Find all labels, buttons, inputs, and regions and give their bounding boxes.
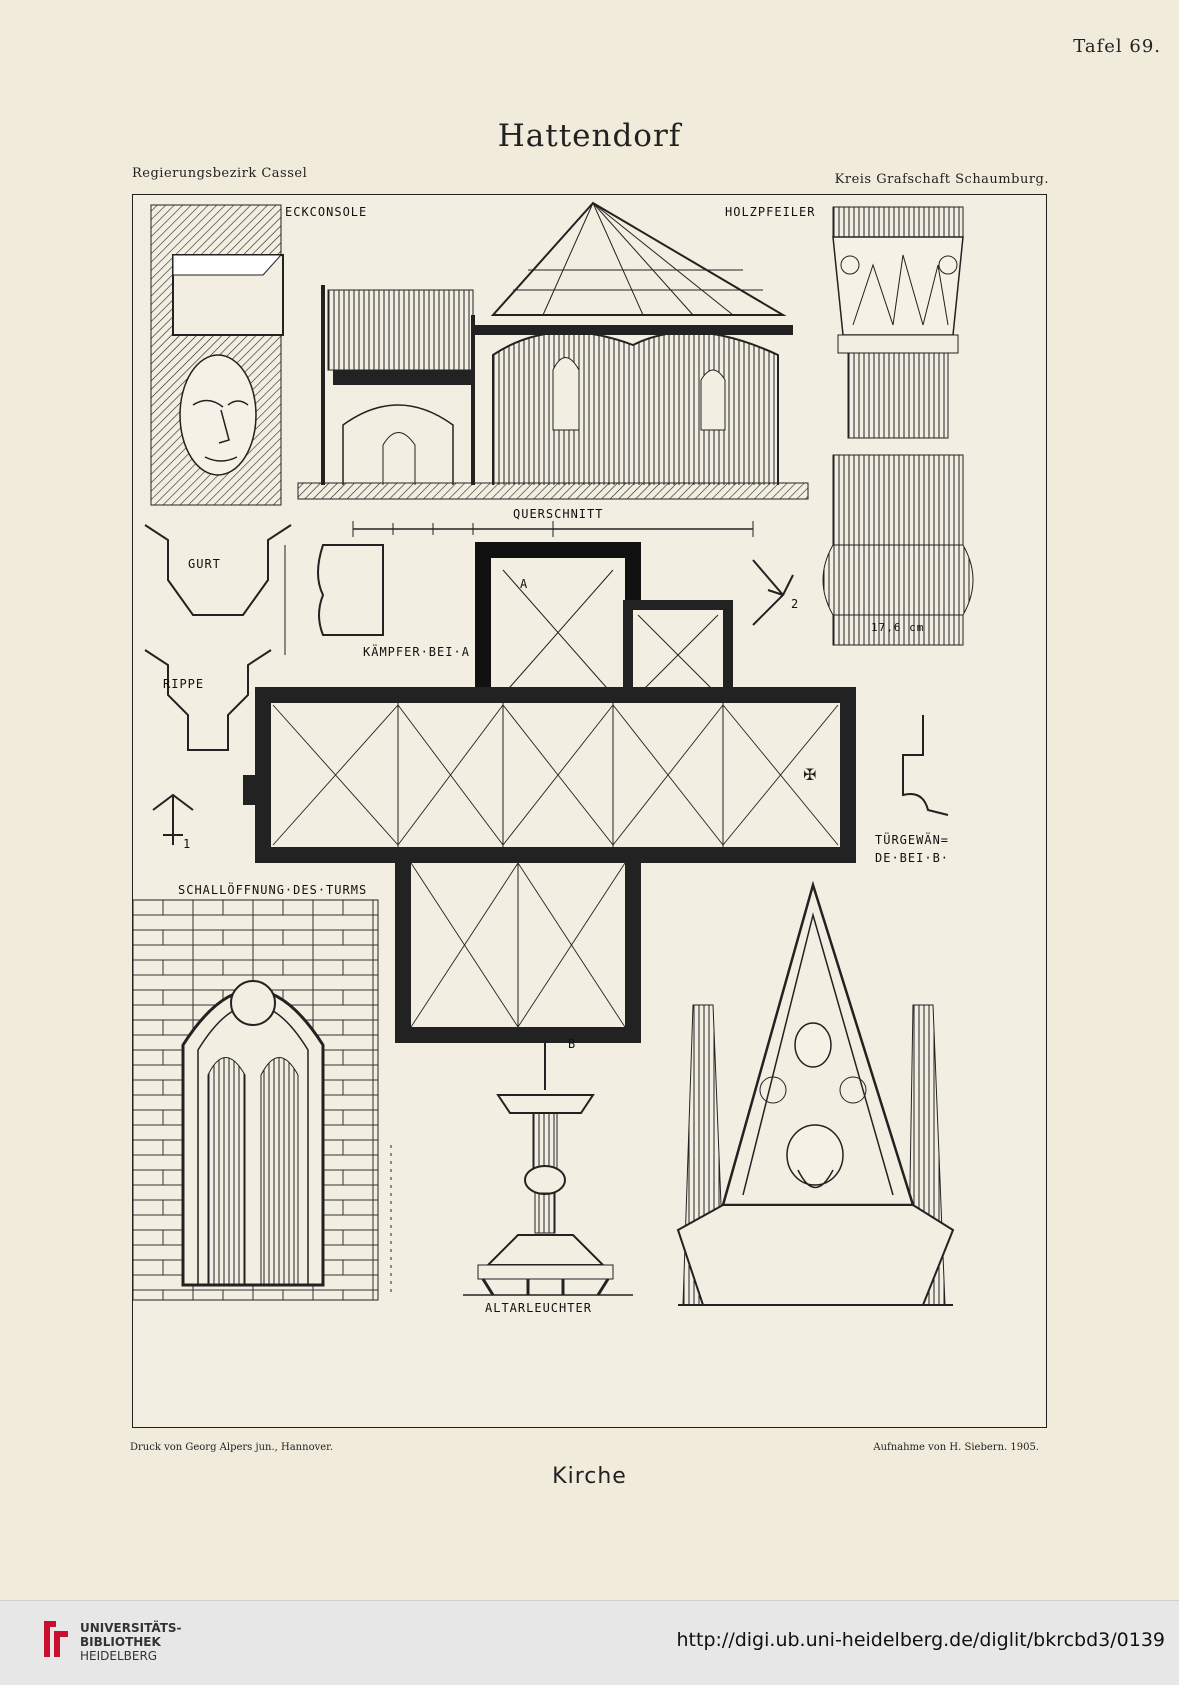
- altar-candlestick-drawing: [463, 1030, 633, 1296]
- sound-opening-drawing: [133, 899, 392, 1301]
- label-querschnitt: QUERSCHNITT: [513, 507, 604, 521]
- label-tuergewaende-1: TÜRGEWÄN=: [875, 833, 950, 847]
- plate-number: Tafel 69.: [1073, 36, 1161, 57]
- permalink-url[interactable]: http://digi.ub.uni-heidelberg.de/diglit/…: [676, 1629, 1165, 1651]
- library-line-3: HEIDELBERG: [80, 1649, 158, 1663]
- cross-section-drawing: [297, 201, 809, 500]
- label-mason-1: 1: [183, 837, 192, 851]
- profile-drawings: [144, 524, 949, 845]
- library-line-1: UNIVERSITÄTS-: [80, 1621, 182, 1635]
- label-holzpfeiler: HOLZPFEILER: [725, 205, 816, 219]
- library-name: UNIVERSITÄTS- BIBLIOTHEK HEIDELBERG: [80, 1621, 182, 1663]
- label-mark-a: A: [520, 577, 529, 591]
- label-kaempfer: KÄMPFER·BEI·A: [363, 645, 470, 659]
- ground-plan-drawing: ✠: [243, 542, 856, 1043]
- label-schalloeffnung: SCHALLÖFFNUNG·DES·TURMS: [178, 883, 368, 897]
- plate-caption: Kirche: [552, 1464, 627, 1489]
- gable-relief-drawing: [676, 880, 955, 1306]
- survey-credit: Aufnahme von H. Siebern. 1905.: [873, 1442, 1039, 1453]
- scale-bar: [352, 521, 754, 537]
- drawing-plate: ✠: [132, 194, 1047, 1428]
- page-title: Hattendorf: [497, 118, 682, 154]
- label-tuergewaende-2: DE·BEI·B·: [875, 851, 950, 865]
- label-altarleuchter: ALTARLEUCHTER: [485, 1301, 592, 1315]
- label-measure: 17,6 cm: [871, 621, 925, 634]
- eckconsole-drawing: [150, 204, 284, 506]
- library-line-2: BIBLIOTHEK: [80, 1635, 161, 1649]
- district-right: Kreis Grafschaft Schaumburg.: [834, 172, 1049, 187]
- label-eckconsole: ECKCONSOLE: [285, 205, 368, 219]
- svg-text:✠: ✠: [803, 765, 816, 784]
- holzpfeiler-drawing: [822, 206, 974, 646]
- label-mark-b: B: [568, 1037, 577, 1051]
- scanned-page: Tafel 69. Hattendorf Regierungsbezirk Ca…: [130, 36, 1161, 1489]
- district-left: Regierungsbezirk Cassel: [132, 166, 308, 181]
- viewer-footer: UNIVERSITÄTS- BIBLIOTHEK HEIDELBERG http…: [0, 1600, 1179, 1685]
- label-rippe: RIPPE: [163, 677, 205, 691]
- architectural-drawing: ✠: [133, 201, 974, 1306]
- library-logo-icon: [40, 1617, 72, 1665]
- printer-credit: Druck von Georg Alpers jun., Hannover.: [130, 1442, 334, 1453]
- label-mason-2: 2: [791, 597, 800, 611]
- label-gurt: GURT: [188, 557, 221, 571]
